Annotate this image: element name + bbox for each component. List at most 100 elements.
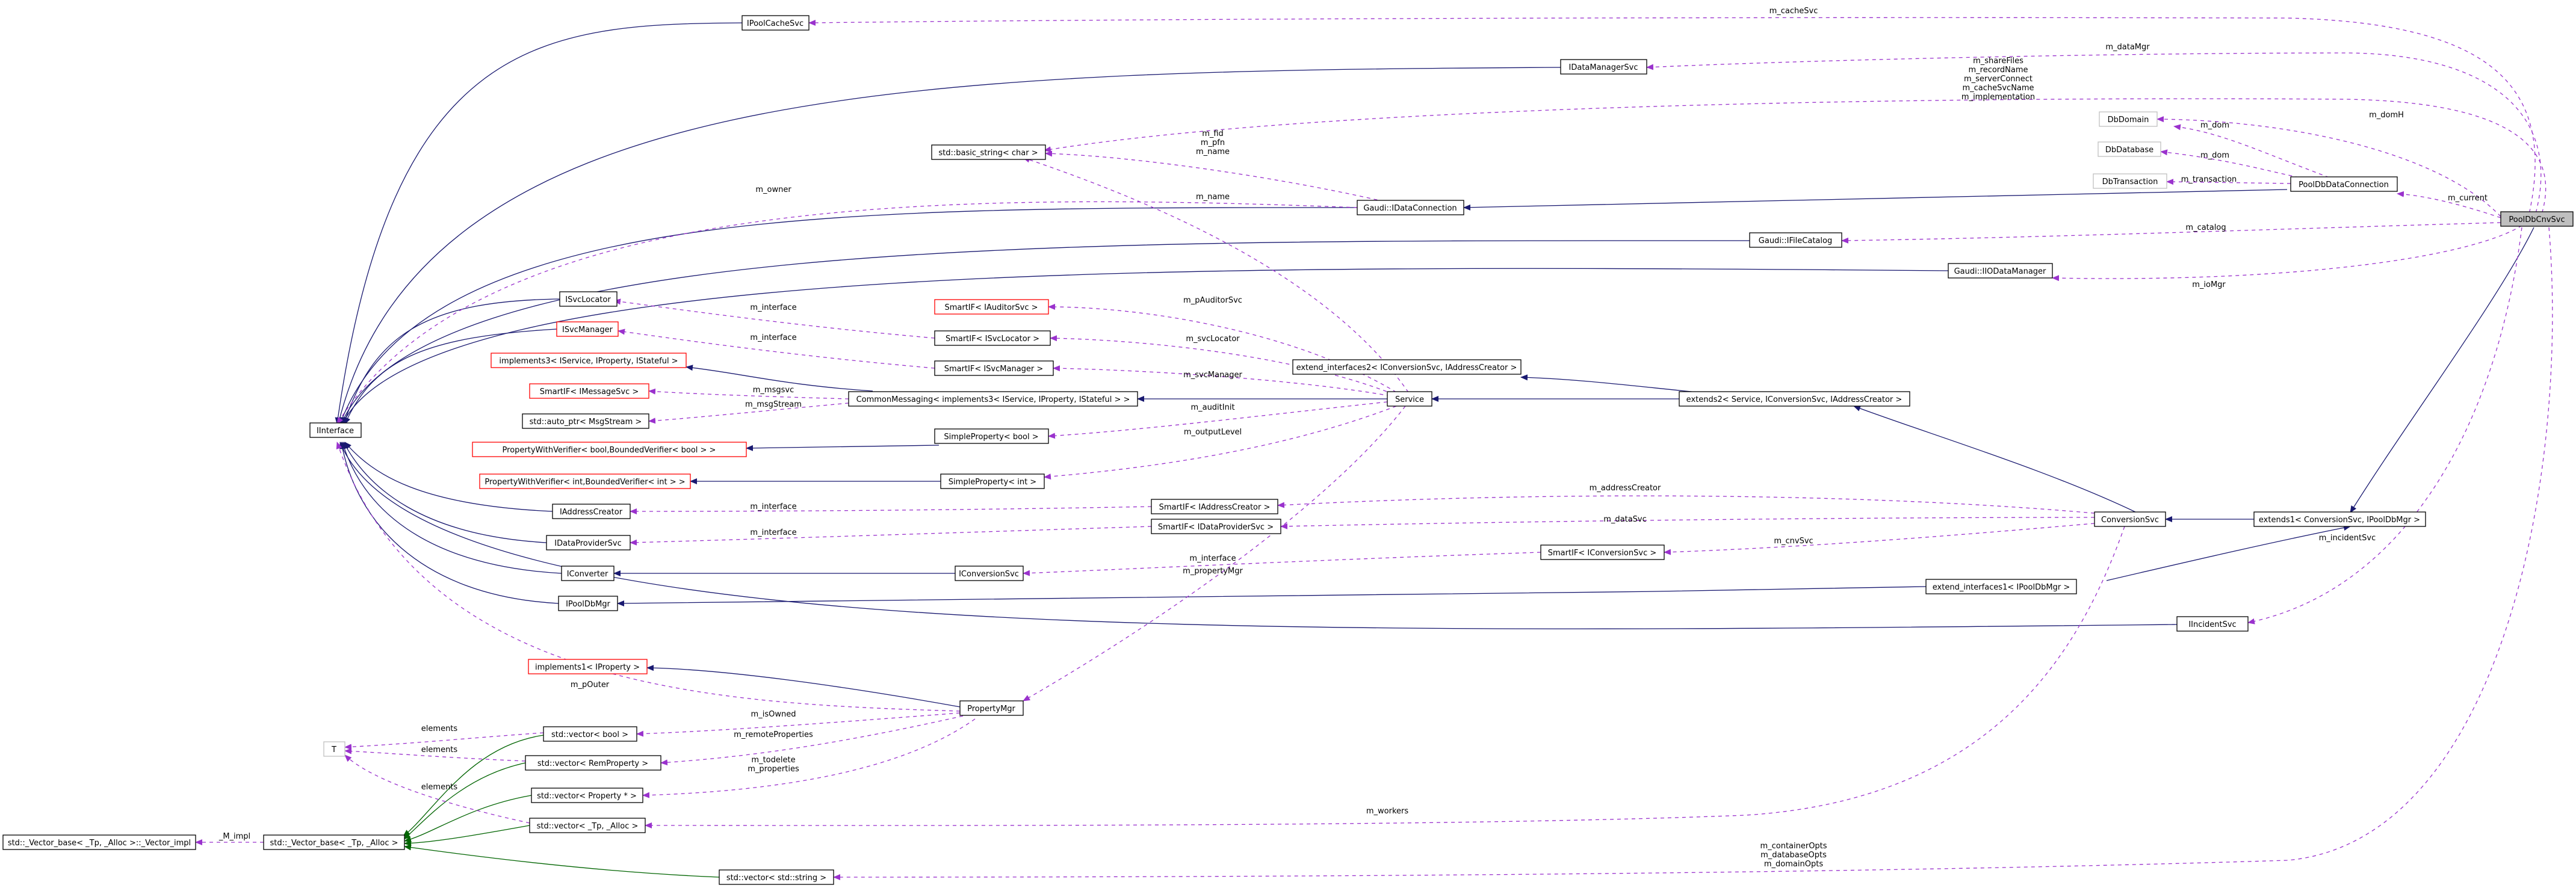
node-label: ConversionSvc [2101,516,2159,525]
edge-svcmanager [1053,365,1391,396]
node-propertywithverifier-int[interactable]: PropertyWithVerifier< int,BoundedVerifie… [479,473,691,489]
node-label: std::_Vector_base< _Tp, _Alloc >::_Vecto… [8,839,191,848]
edge-label-elements-b: elements [421,745,458,754]
node-std-vector-property[interactable]: std::vector< Property * > [531,788,643,803]
node-service[interactable]: Service [1387,391,1432,407]
node-smartif-isvclocator[interactable]: SmartIF< ISvcLocator > [934,330,1051,346]
edge-label-databaseopts: m_databaseOpts [1760,851,1827,860]
node-smartif-iauditorsvc[interactable]: SmartIF< IAuditorSvc > [934,299,1049,315]
edge-label-interface-b: m_interface [750,333,796,342]
node-label: IDataManagerSvc [1569,63,1638,72]
node-commonmessaging[interactable]: CommonMessaging< implements3< IService, … [848,391,1138,407]
node-label: Gaudi::IDataConnection [1363,204,1457,213]
node-label: std::vector< std::string > [726,874,826,883]
node-label: SmartIF< ISvcManager > [944,365,1044,374]
node-implements1-iproperty[interactable]: implements1< IProperty > [528,659,648,674]
node-simpleproperty-bool[interactable]: SimpleProperty< bool > [934,428,1049,444]
node-label: PoolDbCnvSvc [2509,215,2565,224]
edge-dom-database [2160,149,2300,178]
node-iinterface[interactable]: IInterface [309,422,362,438]
edge-label-name-a: m_name [1196,147,1230,156]
edge-elements-bool [344,732,544,750]
node-isvcmanager[interactable]: ISvcManager [556,321,619,337]
edge-label-dom-a: m_dom [2200,121,2229,130]
node-std-vector-bool[interactable]: std::vector< bool > [543,726,637,742]
node-implements3[interactable]: implements3< IService, IProperty, IState… [491,353,687,368]
node-smartif-imessagesvc[interactable]: SmartIF< IMessageSvc > [529,383,649,399]
edge-label-dom-b: m_dom [2200,151,2229,160]
edge-cachesvc [808,17,2536,220]
node-label: std::basic_string< char > [938,149,1038,158]
edge-idatamanagersvc-iinterface [336,67,1561,425]
edge-auditinit [1048,401,1388,439]
node-label: extend_interfaces2< IConversionSvc, IAdd… [1296,363,1517,372]
node-t[interactable]: T [323,741,345,757]
node-label: extends2< Service, IConversionSvc, IAddr… [1686,395,1903,404]
edge-label-datasvc: m_dataSvc [1603,515,1647,524]
edge-extends2-extendinterfaces2 [1520,374,1698,393]
node-ipooldbmgr[interactable]: IPoolDbMgr [558,596,618,611]
node-label: Gaudi::IIODataManager [1954,267,2046,276]
node-std-vector-tp-alloc[interactable]: std::vector< _Tp, _Alloc > [529,818,646,833]
node-label: PropertyMgr [967,705,1015,714]
node-propertywithverifier-bool[interactable]: PropertyWithVerifier< bool,BoundedVerifi… [472,442,747,457]
node-extends2[interactable]: extends2< Service, IConversionSvc, IAddr… [1679,391,1910,407]
node-label: DbDatabase [2105,146,2153,155]
node-extends1[interactable]: extends1< ConversionSvc, IPoolDbMgr > [2253,511,2426,527]
node-iaddresscreator[interactable]: IAddressCreator [552,504,631,519]
edge-name-service [1023,156,1409,393]
node-std-vector-base[interactable]: std::_Vector_base< _Tp, _Alloc > [263,834,405,850]
node-pooldbcnvsvc[interactable]: PoolDbCnvSvc [2500,211,2574,227]
node-std-vector-base-impl[interactable]: std::_Vector_base< _Tp, _Alloc >::_Vecto… [2,834,196,850]
node-label: std::vector< RemProperty > [537,759,648,768]
edge-label-impl: _M_impl [218,832,250,841]
node-propertymgr[interactable]: PropertyMgr [959,700,1024,716]
node-ipoolcachesvc[interactable]: IPoolCacheSvc [742,15,810,31]
edge-vectortp-vectorbase [404,825,530,846]
node-pooldbdataconnection[interactable]: PoolDbDataConnection [2290,176,2398,192]
node-smartif-iconversionsvc[interactable]: SmartIF< IConversionSvc > [1540,544,1665,560]
node-smartif-isvcmanager[interactable]: SmartIF< ISvcManager > [934,360,1054,376]
edge-label-interface-a: m_interface [750,303,796,312]
node-gaudi-iiodatamanager[interactable]: Gaudi::IIODataManager [1948,263,2053,279]
edge-vectorproperty-vectorbase [404,795,532,842]
node-simpleproperty-int[interactable]: SimpleProperty< int > [940,473,1045,489]
node-label: implements3< IService, IProperty, IState… [499,357,678,366]
node-label: SimpleProperty< int > [949,478,1036,487]
node-iconversionsvc[interactable]: IConversionSvc [955,566,1024,581]
edge-label-transaction: m_transaction [2181,175,2237,184]
node-gaudi-ifilecatalog[interactable]: Gaudi::IFileCatalog [1749,232,1842,248]
node-std-vector-string[interactable]: std::vector< std::string > [719,869,834,885]
edge-label-interface-e: m_interface [1189,554,1236,563]
edge-cnvsvc [1664,523,2095,555]
node-isvclocator[interactable]: ISvcLocator [559,291,618,307]
node-idataprovidersvc[interactable]: IDataProviderSvc [546,535,631,550]
edge-conversionsvc-extends2 [1853,405,2137,513]
node-idatamanagersvc[interactable]: IDataManagerSvc [1560,59,1647,75]
node-gaudi-idataconnection[interactable]: Gaudi::IDataConnection [1357,200,1464,215]
edge-owner [336,201,1358,425]
node-dbtransaction[interactable]: DbTransaction [2093,173,2167,189]
node-std-auto-ptr[interactable]: std::auto_ptr< MsgStream > [522,413,649,429]
node-std-vector-remproperty[interactable]: std::vector< RemProperty > [525,755,661,771]
node-label: IConversionSvc [959,570,1019,579]
node-smartif-iaddresscreator[interactable]: SmartIF< IAddressCreator > [1151,499,1278,514]
node-smartif-idataprovidersvc[interactable]: SmartIF< IDataProviderSvc > [1151,519,1281,534]
node-label: Gaudi::IFileCatalog [1759,236,1832,245]
node-extend-interfaces2[interactable]: extend_interfaces2< IConversionSvc, IAdd… [1292,359,1522,375]
node-extend-interfaces1[interactable]: extend_interfaces1< IPoolDbMgr > [1925,579,2077,594]
node-dbdomain[interactable]: DbDomain [2099,111,2158,127]
edge-label-isowned: m_isOwned [751,710,796,719]
node-label: T [331,745,336,754]
edge-label-cachesvcname: m_cacheSvcName [1962,84,2034,93]
node-label: IIncidentSvc [2188,620,2236,629]
edge-label-remoteproperties: m_remoteProperties [734,730,813,739]
node-dbdatabase[interactable]: DbDatabase [2098,141,2161,157]
node-conversionsvc[interactable]: ConversionSvc [2094,511,2166,527]
edge-label-interface-c: m_interface [750,502,796,511]
node-std-basic-string[interactable]: std::basic_string< char > [931,144,1046,160]
edge-label-domainopts: m_domainOpts [1764,860,1823,869]
node-iconverter[interactable]: IConverter [561,566,615,581]
node-iincidentsvc[interactable]: IIncidentSvc [2176,616,2249,632]
